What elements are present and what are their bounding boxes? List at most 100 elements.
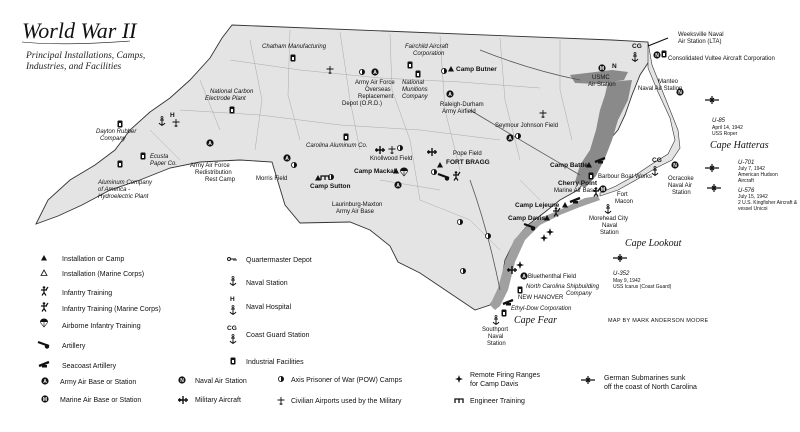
label-national-munitions-2: Munitions bbox=[402, 87, 428, 93]
label-alcoa-1: Aluminum Company bbox=[97, 180, 153, 186]
label-cherry-point-2: Marine Air Base bbox=[554, 188, 597, 194]
sub-u85-icon bbox=[704, 95, 720, 105]
label-camp-mackall: Camp Mackall bbox=[354, 168, 398, 175]
label-seymour: Seymour Johnson Field bbox=[495, 123, 558, 129]
davis-pow-icon bbox=[484, 232, 492, 240]
knollwood-pow-icon bbox=[396, 144, 404, 152]
label-manteo-1: Manteo bbox=[658, 79, 679, 85]
label-fort-bragg: FORT BRAGG bbox=[446, 159, 490, 166]
whiteville-pow-icon bbox=[456, 218, 464, 226]
sub-u85-name: U-85 bbox=[712, 118, 726, 124]
svg-text:N: N bbox=[612, 63, 617, 70]
label-ecusta-2: Paper Co. bbox=[150, 161, 177, 167]
legend-naval-station: Naval Station bbox=[246, 280, 288, 287]
map-features: Weeksville Naval Air Station (LTA) Conso… bbox=[96, 32, 775, 347]
label-ocracoke-3: Station bbox=[672, 190, 691, 196]
label-barbour: Barbour Boat Works bbox=[598, 174, 652, 180]
sub-u576-date: July 15, 1942 bbox=[738, 194, 768, 200]
legend-marine-air: Marine Air Base or Station bbox=[60, 397, 141, 404]
label-knollwood: Knollwood Field bbox=[370, 156, 412, 162]
legend-left: Installation or Camp Installation (Marin… bbox=[36, 255, 161, 370]
legend-depot: Quartermaster Depot bbox=[246, 257, 312, 264]
barbour-factory-icon bbox=[588, 172, 594, 180]
hanover-seacoast-icon bbox=[501, 298, 515, 307]
legend-submarine-2: off the coast of North Carolina bbox=[604, 384, 697, 391]
legend-naval-air: Naval Air Station bbox=[195, 378, 247, 385]
manteo-naval-air-icon bbox=[676, 88, 684, 96]
pamlico-sound bbox=[575, 80, 632, 188]
label-camp-sutton: Camp Sutton bbox=[310, 183, 350, 190]
pow-camp-icon bbox=[277, 375, 285, 383]
label-ord-2: Overseas bbox=[365, 87, 391, 93]
installation-icon bbox=[41, 255, 47, 261]
label-aaf-rest-3: Rest Camp bbox=[205, 177, 236, 183]
sub-u576-by-1: 2 U.S. Kingfisher Aircraft & bbox=[738, 200, 798, 206]
label-morehead-3: Station bbox=[600, 230, 619, 236]
river-neuse bbox=[469, 109, 581, 176]
label-chatham: Chatham Manufacturing bbox=[262, 44, 327, 50]
marine-air-base-icon bbox=[41, 395, 49, 403]
label-fort-macon-1: Fort bbox=[617, 192, 628, 198]
label-ocracoke-2: Naval Air bbox=[668, 183, 692, 189]
chatham-factory-icon bbox=[290, 54, 296, 62]
map-credit: MAP BY MARK ANDERSON MOORE bbox=[608, 318, 709, 324]
label-laurinburg-1: Laurinburg-Maxton bbox=[332, 202, 382, 208]
legend-coast-guard: Coast Guard Station bbox=[246, 332, 310, 339]
butner-pow-icon bbox=[440, 67, 448, 75]
label-camp-lejeune: Camp Lejeune bbox=[515, 202, 560, 209]
depot-icon bbox=[227, 257, 237, 262]
ethyl-dow-factory-icon bbox=[501, 309, 507, 317]
label-camp-battle: Camp Battle bbox=[550, 162, 588, 169]
ecusta-factory-icon bbox=[140, 152, 146, 160]
carolina-aluminum-factory-icon bbox=[343, 133, 349, 141]
label-raleigh-1: Raleigh-Durham bbox=[440, 102, 484, 108]
pow-south-icon bbox=[459, 267, 467, 275]
label-morehead-1: Morehead City bbox=[589, 216, 628, 222]
artillery-icon bbox=[36, 340, 51, 350]
legend-pow: Axis Prisoner of War (POW) Camps bbox=[291, 377, 402, 384]
label-ord-1: Army Air Force bbox=[355, 80, 395, 86]
submarine-icon bbox=[580, 375, 596, 385]
outer-banks bbox=[599, 41, 681, 197]
svg-text:CG: CG bbox=[652, 157, 662, 164]
bragg-pow-icon bbox=[430, 168, 438, 176]
label-cg-weeksville: CG bbox=[632, 43, 642, 50]
factory-icon bbox=[230, 357, 236, 365]
label-usmc-1: USMC bbox=[592, 75, 610, 81]
infantry-icon bbox=[40, 285, 49, 297]
sub-u701-icon bbox=[704, 163, 720, 173]
morehead-anchor-icon bbox=[604, 204, 612, 215]
anchor-icon bbox=[229, 276, 237, 287]
firing-range-1-icon bbox=[540, 234, 548, 242]
sub-u701-by-1: American Hudson bbox=[738, 172, 778, 178]
map-subtitle-line-1: Principal Installations, Camps, bbox=[25, 51, 145, 61]
cg-glyph: CG bbox=[227, 325, 237, 332]
naval-air-station-icon bbox=[178, 376, 186, 384]
label-natcarbon-2: Electrode Plant bbox=[205, 96, 246, 102]
legend-engineer: Engineer Training bbox=[470, 398, 525, 405]
seymour-pow-icon bbox=[514, 132, 522, 140]
sub-u352-by: USS Icarus (Coast Guard) bbox=[613, 284, 672, 290]
river-roanoke bbox=[479, 49, 581, 81]
legend-industrial: Industrial Facilities bbox=[246, 359, 304, 366]
camp-lejeune-icon bbox=[562, 202, 568, 208]
svg-text:H: H bbox=[170, 112, 175, 119]
legend-civilian-airport: Civilian Airports used by the Military bbox=[291, 398, 402, 405]
label-shipbuilding-2: Company bbox=[566, 291, 593, 297]
map-title: World War II bbox=[22, 18, 138, 43]
coast-guard-icon bbox=[229, 334, 237, 345]
morris-pow-icon bbox=[290, 161, 298, 169]
label-southport-3: Station bbox=[487, 341, 506, 347]
label-consolidated: Consolidated Vultee Aircraft Corporation bbox=[668, 56, 775, 62]
sub-u352-date: May 9, 1942 bbox=[613, 278, 641, 284]
legend-firing-range-2: for Camp Davis bbox=[470, 381, 519, 388]
label-weeksville-2: Air Station (LTA) bbox=[678, 39, 721, 45]
seacoast-artillery-icon bbox=[37, 360, 51, 369]
legend-artillery: Artillery bbox=[62, 343, 86, 350]
label-southport-2: Naval bbox=[488, 334, 503, 340]
sub-u701-date: July 7, 1942 bbox=[738, 166, 765, 172]
sub-u701-name: U-701 bbox=[738, 160, 754, 166]
label-dayton-1: Dayton Rubber bbox=[96, 129, 137, 135]
engineer-icon bbox=[454, 398, 464, 404]
label-fort-macon-2: Macon bbox=[615, 199, 633, 205]
